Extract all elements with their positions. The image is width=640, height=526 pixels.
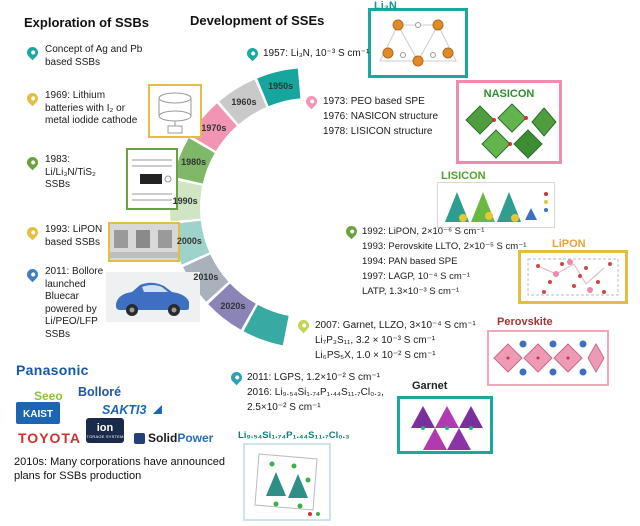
- structure-image-li3n: [368, 8, 468, 78]
- center-section-title: Development of SSEs: [190, 13, 325, 28]
- battery-schematic-1969-image: [148, 84, 202, 138]
- garnet-polyhedra-drawing: [411, 406, 483, 450]
- company-logo-panasonic: Panasonic: [16, 362, 89, 380]
- milestone-text-1993: 1993: LiPON based SSBs: [45, 224, 103, 248]
- company-logo-seeo: Seeo: [34, 387, 63, 405]
- ion-storage-subtext: storage systems: [83, 433, 127, 439]
- milestone-line: 1993: Perovskite LLTO, 2×10⁻⁵ S cm⁻¹: [362, 241, 527, 252]
- company-logo-kaist: KAIST: [16, 402, 60, 424]
- structure-image-nasicon: NASICON: [456, 80, 562, 164]
- company-logo-sakti3: SAKTI3: [102, 401, 162, 419]
- cell-schematic-1983-drawing: [132, 159, 172, 201]
- panasonic-wordmark: Panasonic: [16, 362, 89, 378]
- structure-label-lgps: Li₉.₅₄Si₁.₇₄P₁.₄₄S₁₁.₇Cl₀.₃: [238, 430, 350, 441]
- structure-label-lipon: LiPON: [552, 238, 586, 250]
- milestone-line: 2.5×10⁻² S cm⁻¹: [247, 402, 321, 413]
- footnote-text: 2010s: Many corporations have announced …: [14, 456, 225, 482]
- toyota-wordmark: TOYOTA: [18, 430, 82, 446]
- bollore-wordmark: Bolloré: [78, 385, 122, 399]
- milestone-line: 2011: LGPS, 1.2×10⁻² S cm⁻¹: [247, 372, 380, 383]
- structure-image-lisicon: [437, 182, 555, 228]
- milestone-text-1983: 1983: Li/Li₃N/TiS₂ SSBs: [45, 154, 96, 190]
- sakti3-wordmark: SAKTI3: [102, 403, 147, 417]
- timeline-decade-label: 2010s: [193, 272, 219, 283]
- structure-label-nasicon: NASICON: [483, 87, 535, 100]
- milestone-line: 1976: NASICON structure: [323, 111, 439, 122]
- milestone-group-1990s: 1992: LiPON, 2×10⁻⁶ S cm⁻¹ 1993: Perovsk…: [362, 224, 526, 299]
- cell-schematic-1983-image: [126, 148, 178, 210]
- milestone-text-concept: Concept of Ag and Pb based SSBs: [45, 44, 143, 68]
- solidpower-wordmark-solid: Solid: [148, 431, 178, 445]
- structure-label-garnet: Garnet: [412, 380, 448, 392]
- milestone-line: 2007: Garnet, LLZO, 3×10⁻⁴ S cm⁻¹: [315, 320, 476, 331]
- milestone-line: 1994: PAN based SPE: [362, 256, 458, 267]
- structure-label-perovskite: Perovskite: [497, 316, 553, 328]
- structure-image-lgps: [243, 443, 331, 521]
- milestone-line: 1992: LiPON, 2×10⁻⁶ S cm⁻¹: [362, 226, 485, 237]
- timeline-segment-2010s: [183, 254, 229, 302]
- milestone-group-2011-lgps: 2011: LGPS, 1.2×10⁻² S cm⁻¹ 2016: Li₉.₅₄…: [247, 370, 384, 415]
- structure-image-perovskite: [487, 330, 609, 386]
- milestone-line: 1997: LAGP, 10⁻⁴ S cm⁻¹: [362, 271, 470, 282]
- thin-film-battery-1993-photo: [110, 230, 178, 258]
- perovskite-lattice-drawing: [493, 340, 605, 376]
- thin-film-battery-1993-image: [108, 222, 180, 262]
- timeline-decade-label: 1960s: [231, 96, 257, 107]
- timeline-decade-label: 2020s: [220, 301, 246, 312]
- timeline-segment-1950s: [257, 68, 301, 107]
- li3n-lattice-drawing: [379, 19, 457, 67]
- timeline-decade-label: 2000s: [176, 235, 202, 246]
- structure-label-lisicon: LISICON: [441, 170, 486, 182]
- timeline-segment-1980s: [173, 138, 215, 184]
- milestone-line: 1973: PEO based SPE: [323, 96, 425, 107]
- milestone-line: LATP, 1.3×10⁻³ S cm⁻¹: [362, 286, 460, 297]
- milestone-group-1970s: 1973: PEO based SPE 1976: NASICON struct…: [323, 94, 438, 139]
- timeline-segment-1970s: [190, 103, 237, 152]
- timeline-decade-label: 1990s: [172, 196, 198, 207]
- milestone-line: Li₆PS₅X, 1.0 × 10⁻² S cm⁻¹: [315, 350, 436, 361]
- milestone-line: 1978: LISICON structure: [323, 126, 433, 137]
- company-logo-ion-storage: ion storage systems: [83, 418, 127, 443]
- timeline-segment-2000s: [170, 220, 210, 265]
- milestone-group-2007: 2007: Garnet, LLZO, 3×10⁻⁴ S cm⁻¹ Li₇P₃S…: [315, 318, 476, 363]
- seeo-wordmark: Seeo: [34, 389, 63, 403]
- milestone-text-2011-bluecar: 2011: Bollore launched Bluecar powered b…: [45, 266, 104, 340]
- milestone-line: 1957: Li₃N, 10⁻³ S cm⁻¹: [263, 48, 370, 59]
- milestone-text-1969: 1969: Lithium batteries with I₂ or metal…: [45, 90, 138, 126]
- milestone-line: Li₇P₃S₁₁, 3.2 × 10⁻³ S cm⁻¹: [315, 335, 436, 346]
- battery-schematic-1969-drawing: [158, 92, 192, 134]
- ion-wordmark: ion: [96, 421, 114, 434]
- bluecar-photo: [106, 272, 200, 322]
- structure-image-garnet: [397, 396, 493, 454]
- timeline-decade-label: 1970s: [201, 123, 227, 134]
- solidpower-wordmark-power: Power: [177, 431, 214, 445]
- company-logo-bollore: Bolloré: [78, 383, 121, 401]
- bluecar-drawing: [106, 272, 198, 320]
- left-section-title: Exploration of SSBs: [24, 15, 149, 30]
- timeline-decade-label: 1950s: [268, 81, 294, 92]
- milestone-line: 2016: Li₉.₅₄Si₁.₇₄P₁.₄₄S₁₁.₇Cl₀.₃,: [247, 387, 384, 398]
- nasicon-polyhedra-drawing: [465, 102, 557, 159]
- lgps-polyhedra-drawing: [254, 453, 320, 516]
- company-logo-solidpower: Solid Power: [134, 431, 213, 445]
- structure-image-lipon: [518, 250, 628, 304]
- timeline-decade-label: 1980s: [181, 157, 207, 168]
- kaist-wordmark: KAIST: [23, 409, 53, 420]
- milestone-group-1957: 1957: Li₃N, 10⁻³ S cm⁻¹: [263, 46, 369, 61]
- timeline-segment-1960s: [219, 79, 267, 125]
- timeline-segment-tail: [243, 304, 289, 346]
- timeline-segment-1990s: [170, 179, 203, 222]
- sakti3-swoosh-icon: [152, 405, 162, 414]
- lipon-lattice-drawing: [527, 258, 619, 296]
- structure-label-li3n: Li₃N: [374, 0, 397, 12]
- company-logo-toyota: TOYOTA: [18, 430, 81, 448]
- lisicon-polyhedra-drawing: [445, 192, 548, 222]
- timeline-segment-2020s: [208, 283, 256, 330]
- solidpower-square-icon: [134, 432, 145, 444]
